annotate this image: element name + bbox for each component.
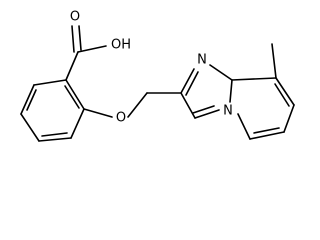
imidazole-c2-n1-inner-bond <box>185 71 199 96</box>
pyridine-c6-c7-bond <box>283 104 295 133</box>
oxygen-methylene-bond <box>127 92 148 118</box>
carboxyl-c-o-double-bond-1 <box>71 25 75 53</box>
benzene-bond-6 <box>65 79 85 110</box>
pyridine-n4-c5-bond <box>237 113 251 140</box>
carboxyl-c-oh-bond <box>77 45 107 53</box>
benzene-inner-bond-3 <box>64 85 80 109</box>
benzene-bond-1 <box>33 79 67 86</box>
ether-linkage <box>83 92 182 118</box>
benzene-bond-4 <box>38 137 72 142</box>
imidazole-c3-n4-bond <box>194 109 220 119</box>
benzene-bond-3 <box>20 113 40 142</box>
imidazole-c2-n1-bond <box>180 68 195 94</box>
carboxyl-c-o-double-bond-2 <box>78 25 82 51</box>
imidazole-ring <box>180 64 233 119</box>
imidazole-c2-c3-bond <box>180 92 196 119</box>
ring-oxygen-bond <box>83 108 113 118</box>
benzene-ring <box>20 79 85 142</box>
hydroxyl-label: OH <box>111 38 131 53</box>
carbonyl-oxygen-label: O <box>70 10 80 25</box>
benzene-bond-5 <box>70 108 85 139</box>
imidazole-c3-n4-inner-bond <box>192 105 215 114</box>
pyridine-c7-c8-inner-bond <box>274 83 290 107</box>
bridgehead-nitrogen-label: N <box>223 104 233 119</box>
benzene-inner-bond-2 <box>41 132 68 137</box>
imidazole-n1-c8a-bond <box>209 64 233 81</box>
benzene-bond-2 <box>20 84 35 115</box>
benzene-inner-bond-1 <box>26 89 37 111</box>
molecule-structure: O OH O N N <box>20 10 295 142</box>
imidazole-c8a-n4-bond <box>229 79 233 103</box>
methyl-bond <box>271 43 277 79</box>
pyridine-c5-c6-inner-bond <box>253 127 280 134</box>
pyridine-c8-c8a-bond <box>231 77 277 81</box>
carboxyl-ring-bond <box>65 51 79 81</box>
carboxyl-group <box>65 25 107 81</box>
pyridine-ring <box>231 43 295 140</box>
ring-nitrogen-label: N <box>197 53 207 68</box>
ether-oxygen-label: O <box>116 111 126 126</box>
pyridine-c5-c6-bond <box>249 131 285 140</box>
pyridine-c7-c8-bond <box>275 77 295 106</box>
